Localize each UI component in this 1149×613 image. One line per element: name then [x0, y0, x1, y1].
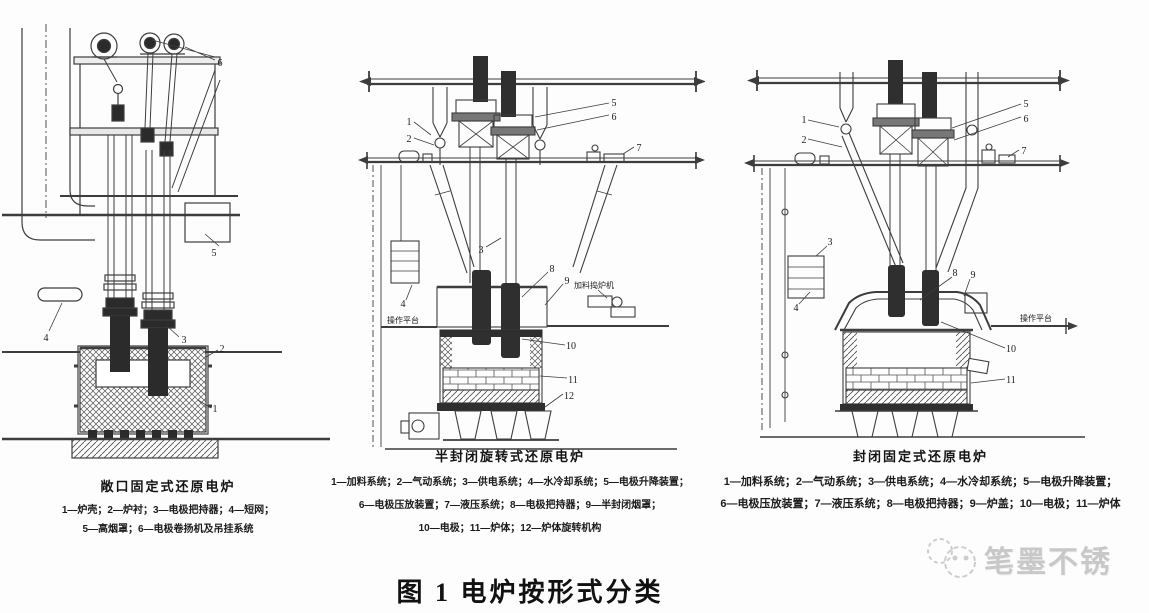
part-label-8: 8: [953, 268, 958, 279]
control-cabinet: [787, 255, 825, 299]
annotation-operating-platform: 操作平台: [1020, 313, 1052, 323]
part-label-10: 10: [1006, 344, 1016, 355]
feed-hoppers: [432, 87, 548, 165]
furnace-base: [760, 410, 1085, 438]
caption-title-closed-fixed: 封闭固定式还原电炉: [852, 449, 988, 464]
furnace-crucible: [74, 345, 212, 435]
part-label-3: 3: [479, 245, 484, 256]
feed-hopper: [839, 72, 904, 268]
caption-closed-fixed: 封闭固定式还原电炉 1—加料系统；2—气动系统；3—供电系统；4—水冷却系统；5…: [692, 446, 1149, 515]
part-label-4: 4: [44, 333, 49, 344]
part-label-1: 1: [213, 404, 218, 415]
hoist-pulleys: [90, 32, 185, 60]
part-label-2: 2: [220, 344, 225, 355]
crane-beam: [747, 70, 1070, 91]
feed-pipe: [935, 72, 979, 273]
diagram-open-fixed-furnace: 6 5 4 3 2 1: [0, 10, 335, 460]
part-label-4: 4: [401, 299, 406, 310]
crane-beam: [359, 71, 706, 92]
electrode-columns: [103, 135, 175, 312]
suspension-cables: [103, 52, 178, 157]
caption-legend-line: 1—炉壳；2—炉衬；3—电极把持器；4—短网；: [61, 505, 275, 516]
diagram-closed-fixed-furnace: 1 2 3 4 5 6 7 8 9 10 11 操作平台: [740, 60, 1149, 455]
leader-lines: [48, 39, 220, 409]
caption-legend-line: 5—高烟罩；6—电极卷扬机及吊挂系统: [82, 524, 254, 535]
charging-chutes: [429, 164, 618, 274]
part-label-3: 3: [182, 335, 187, 346]
part-label-10: 10: [566, 341, 576, 352]
furnace-cover-dome: [834, 291, 992, 331]
part-label-11: 11: [1006, 375, 1016, 386]
hood-frame: [184, 202, 231, 243]
caption-legend-line: 10—电极；11—炉体；12—炉体旋转机构: [418, 523, 602, 534]
part-label-5: 5: [212, 248, 217, 259]
charging-machine: [547, 289, 669, 327]
building-wall: [761, 168, 789, 432]
caption-semi-closed-rotary: 半封闭旋转式还原电炉 1—加料系统；2—气动系统；3—供电系统；4—水冷却系统；…: [330, 446, 690, 540]
furnace-body: [437, 329, 545, 411]
part-label-2: 2: [802, 135, 807, 146]
platform-floor: [744, 155, 1070, 172]
foundation: [2, 430, 330, 459]
electrode-tops: [473, 56, 516, 117]
part-label-5: 5: [612, 98, 617, 109]
part-label-7: 7: [1022, 146, 1027, 157]
watermark-logo: [927, 538, 976, 578]
part-label-9: 9: [565, 276, 570, 287]
caption-title-semi-closed-rotary: 半封闭旋转式还原电炉: [434, 449, 585, 464]
part-label-3: 3: [828, 237, 833, 248]
furnace-body: [840, 328, 990, 411]
part-label-8: 8: [550, 264, 555, 275]
closed-fixed-furnace-drawing: 1 2 3 4 5 6 7 8 9 10 11 操作平台: [744, 60, 1085, 438]
electrode-lift-assembly: [451, 99, 536, 287]
part-label-1: 1: [407, 117, 412, 128]
diagram-semi-closed-rotary-furnace: 1 2 3 4 5 6 7 8 9 10 11 12 操作平台 加料捣炉机: [355, 55, 706, 460]
electrode-holders: [102, 297, 176, 329]
caption-legend-line: 6—电极压放装置；7—液压系统；8—电极把持器；9—炉盖；10—电极；11—炉体: [720, 498, 1121, 510]
chimney-duct: [21, 24, 95, 241]
caption-legend-line: 1—加料系统；2—气动系统；3—供电系统；4—水冷却系统；5—电极升降装置；: [723, 476, 1118, 488]
electrodes: [472, 270, 520, 358]
electrode-tops: [888, 60, 937, 118]
leader-lines: [798, 103, 1022, 384]
watermark-text: 笔墨不锈: [984, 546, 1112, 579]
part-label-11: 11: [568, 375, 578, 386]
part-label-6: 6: [218, 58, 223, 69]
part-label-5: 5: [1024, 99, 1029, 110]
caption-open-fixed: 敞口固定式还原电炉 1—炉壳；2—炉衬；3—电极把持器；4—短网； 5—高烟罩；…: [8, 476, 328, 539]
bus-tube: [37, 287, 83, 302]
part-label-2: 2: [407, 134, 412, 145]
caption-legend-line: 1—加料系统；2—气动系统；3—供电系统；4—水冷却系统；5—电极升降装置；: [331, 477, 689, 488]
semi-closed-rotary-furnace-drawing: 1 2 3 4 5 6 7 8 9 10 11 12 操作平台 加料捣炉机: [358, 56, 706, 450]
watermark: 笔墨不锈: [922, 531, 1112, 587]
part-label-12: 12: [564, 391, 574, 402]
open-fixed-furnace-drawing: 6 5 4 3 2 1: [2, 24, 330, 459]
figure-caption: 图 1 电炉按形式分类: [396, 578, 664, 607]
semi-closed-hood: [381, 285, 548, 328]
leader-lines: [405, 102, 635, 408]
part-label-7: 7: [637, 143, 642, 154]
annotation-charging-machine: 加料捣炉机: [574, 280, 614, 290]
part-label-4: 4: [794, 303, 799, 314]
caption-title-open-fixed: 敞口固定式还原电炉: [100, 479, 236, 494]
caption-legend-line: 6—电极压放装置；7—液压系统；8—电极把持器；9—半封闭烟罩；: [358, 500, 662, 511]
electrodes: [888, 265, 939, 326]
control-cabinet: [390, 240, 420, 284]
part-label-6: 6: [612, 112, 617, 123]
electrode-lift-assembly: [872, 103, 955, 272]
part-label-6: 6: [1024, 114, 1029, 125]
operating-platform-line: [991, 318, 1078, 334]
rotating-base: [385, 410, 677, 450]
electrodes: [110, 316, 168, 396]
building-wall: [372, 165, 402, 450]
part-label-9: 9: [971, 270, 976, 281]
part-label-1: 1: [802, 115, 807, 126]
platform-floor: [358, 152, 705, 169]
annotation-operating-platform: 操作平台: [387, 315, 419, 325]
